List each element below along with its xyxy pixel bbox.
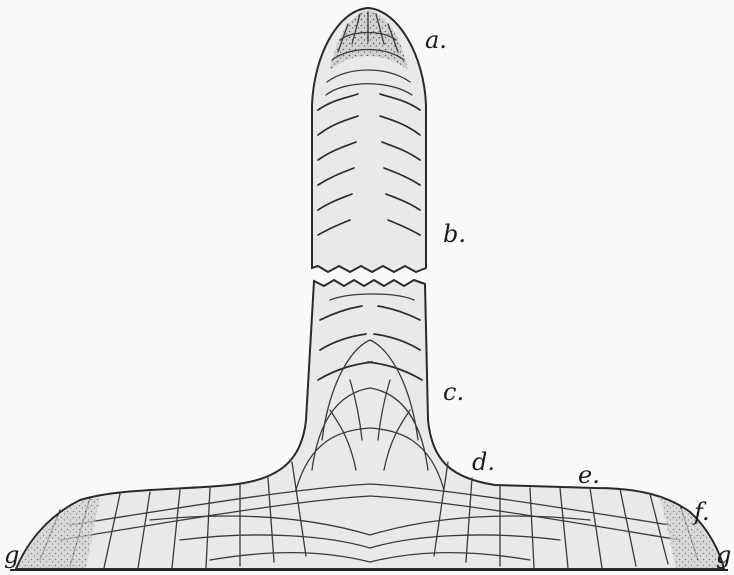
label-c: c. bbox=[443, 378, 464, 406]
label-a: a. bbox=[425, 26, 447, 54]
left-base-dark-zone bbox=[18, 497, 100, 568]
lower-body bbox=[16, 280, 724, 569]
label-g-right: g bbox=[716, 541, 731, 569]
upper-fragment bbox=[312, 8, 426, 272]
label-e: e. bbox=[578, 461, 600, 489]
lower-body-outline bbox=[16, 280, 724, 569]
label-b: b. bbox=[443, 220, 466, 248]
label-f: f. bbox=[692, 498, 710, 526]
label-g-left: g bbox=[4, 541, 19, 569]
label-d: d. bbox=[472, 448, 495, 476]
